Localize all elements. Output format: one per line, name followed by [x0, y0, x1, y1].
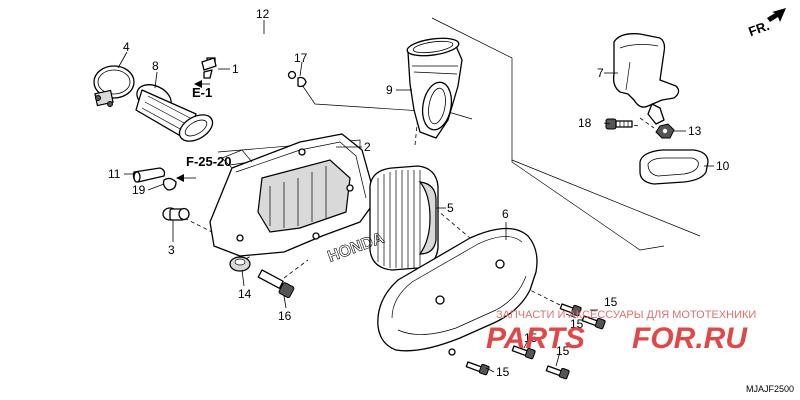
band-4	[93, 65, 135, 107]
screw-15c	[511, 345, 536, 360]
watermark: ЗАПЧАСТИ И АКСЕССУАРЫ ДЛЯ МОТОТЕХНИКИ PA…	[486, 309, 756, 355]
watermark-brand-right: FOR.RU	[632, 322, 748, 355]
bolt-16	[257, 269, 295, 299]
callout-12: 12	[256, 7, 270, 21]
bolt-18	[605, 118, 633, 130]
clip-19	[162, 177, 177, 191]
callout-2: 2	[364, 140, 371, 154]
callout-15-middle-right: 15	[570, 317, 584, 331]
callout-15-lower: 15	[556, 344, 570, 358]
screws-15	[465, 303, 606, 380]
seal-10	[639, 149, 709, 185]
watermark-brand-left: PARTS	[486, 322, 585, 355]
callout-15-middle: 15	[524, 331, 538, 345]
callout-9: 9	[386, 83, 393, 97]
ref-arrows	[176, 80, 210, 182]
ref-f-25-20: F-25-20	[186, 154, 232, 169]
funnel-9	[406, 37, 463, 139]
diagram-code: MJAJF2500	[746, 384, 794, 394]
duct-7	[612, 33, 680, 125]
element-5	[369, 165, 439, 271]
air-cleaner-housing-2	[209, 133, 377, 257]
front-direction-arrow	[767, 8, 786, 22]
screw-15d	[545, 365, 570, 380]
screw-15b	[581, 315, 606, 330]
clamp-1	[201, 57, 217, 79]
callout-7: 7	[597, 66, 604, 80]
screw-15a	[559, 303, 582, 317]
callout-10: 10	[716, 159, 730, 173]
watermark-caption: ЗАПЧАСТИ И АКСЕССУАРЫ ДЛЯ МОТОТЕХНИКИ	[496, 309, 756, 321]
screw-15e	[465, 361, 490, 376]
callout-leaders	[117, 20, 714, 373]
callout-5: 5	[447, 201, 454, 215]
ref-e1: E-1	[192, 85, 212, 100]
callout-numbers: 1 2 3 4 5 6 7 8 9 10 11 12 13 14 15 15 1…	[108, 7, 730, 379]
front-label: FR.	[746, 18, 771, 39]
nut-13	[655, 123, 675, 139]
hose-11	[132, 167, 166, 183]
callout-6: 6	[502, 207, 509, 221]
callout-1: 1	[232, 62, 239, 76]
callout-15-bottom: 15	[496, 365, 510, 379]
grommet-14	[229, 256, 251, 272]
callout-16: 16	[278, 309, 292, 323]
callout-14: 14	[238, 287, 252, 301]
callout-19: 19	[132, 183, 146, 197]
callout-18: 18	[578, 116, 592, 130]
callout-3: 3	[168, 243, 175, 257]
callout-8: 8	[152, 59, 159, 73]
callout-15-top-right: 15	[604, 295, 618, 309]
breather-tube-12	[206, 27, 297, 80]
callout-17: 17	[294, 51, 308, 65]
reference-labels: E-1 F-25-20 FR.	[186, 18, 771, 169]
callout-4: 4	[123, 40, 130, 54]
callout-11: 11	[108, 167, 121, 181]
clip-17	[297, 76, 307, 88]
cover-6	[377, 227, 538, 356]
collar-3	[162, 207, 190, 221]
callout-13: 13	[688, 124, 702, 138]
connecting-tube-8	[135, 84, 214, 142]
